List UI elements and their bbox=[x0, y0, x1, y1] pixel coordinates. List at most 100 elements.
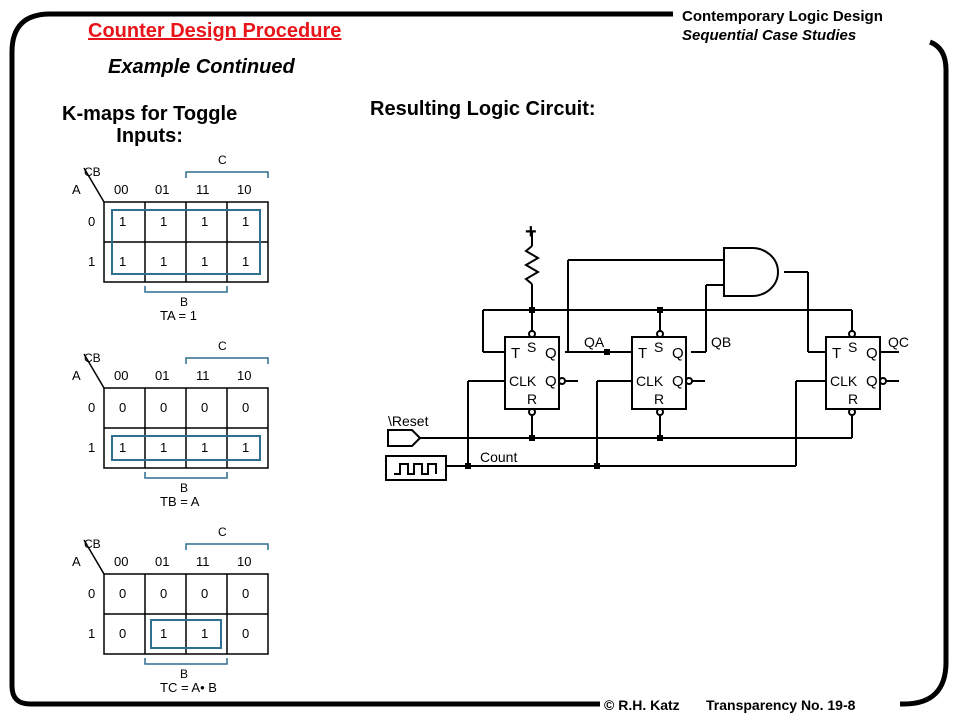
ff-q-label: Q bbox=[545, 345, 557, 362]
slide-border bbox=[9, 11, 949, 707]
kmap-cell: 0 bbox=[242, 586, 249, 601]
kmap-corner-left: A bbox=[72, 368, 81, 383]
kmap-row-bracket bbox=[144, 472, 228, 479]
kmap-cell: 0 bbox=[119, 400, 126, 415]
kmap-cell: 1 bbox=[119, 254, 126, 269]
slide-title: Counter Design Procedure bbox=[88, 20, 342, 42]
ff-t-label: T bbox=[832, 345, 841, 362]
ff-s-label: S bbox=[527, 339, 536, 355]
kmap-col-header: 11 bbox=[196, 554, 210, 569]
kmap-corner-top: CB bbox=[84, 351, 101, 365]
kmap-cell: 0 bbox=[201, 400, 208, 415]
kmap-corner-top: CB bbox=[84, 165, 101, 179]
kmap-cell: 1 bbox=[201, 626, 208, 641]
kmap-col-header: 00 bbox=[114, 368, 128, 383]
kmap-col-header: 01 bbox=[155, 368, 169, 383]
kmap-cell: 1 bbox=[160, 626, 167, 641]
kmap-corner-line bbox=[83, 353, 105, 389]
circuit-heading: Resulting Logic Circuit: bbox=[370, 98, 596, 120]
kmap-col-bracket bbox=[185, 357, 269, 364]
kmap-cell: 1 bbox=[242, 440, 249, 455]
kmap-col-bracket bbox=[185, 543, 269, 550]
kmap-col-header: 10 bbox=[237, 368, 251, 383]
kmap-equation: TB = A bbox=[160, 494, 200, 509]
vcc-label: + bbox=[525, 221, 537, 243]
kmaps-heading-line1: K-maps for Toggle bbox=[62, 103, 238, 125]
kmap-cell: 0 bbox=[242, 626, 249, 641]
ff-clk-label: CLK bbox=[830, 373, 858, 389]
output-qa-label: QA bbox=[584, 334, 605, 350]
kmap-row-header: 0 bbox=[88, 400, 95, 415]
kmap-row-var: B bbox=[180, 295, 188, 309]
ff-qbar-label: Q bbox=[672, 373, 684, 390]
kmap-cell: 1 bbox=[201, 254, 208, 269]
kmap-col-header: 01 bbox=[155, 182, 169, 197]
ff-r-label: R bbox=[848, 391, 858, 407]
kmap-col-bracket bbox=[185, 171, 269, 178]
ff-q-label: Q bbox=[866, 345, 878, 362]
kmap-row-header: 0 bbox=[88, 586, 95, 601]
kmap-cell: 0 bbox=[119, 586, 126, 601]
kmap-col-header: 10 bbox=[237, 182, 251, 197]
kmap-col-header: 01 bbox=[155, 554, 169, 569]
count-label: Count bbox=[480, 449, 517, 465]
kmap-cell: 1 bbox=[201, 440, 208, 455]
kmap-row-var: B bbox=[180, 481, 188, 495]
kmaps-heading-line2: Inputs: bbox=[116, 125, 183, 147]
kmap-col-header: 11 bbox=[196, 368, 210, 383]
output-qc-label: QC bbox=[888, 334, 909, 350]
kmap-col-var: C bbox=[218, 153, 227, 167]
course-title: Contemporary Logic Design bbox=[682, 8, 883, 25]
ff-q-label: Q bbox=[672, 345, 684, 362]
course-subtitle: Sequential Case Studies bbox=[682, 27, 857, 44]
kmap-row-bracket bbox=[144, 658, 228, 665]
kmap-row-header: 1 bbox=[88, 254, 95, 269]
kmap-row-var: B bbox=[180, 667, 188, 681]
output-qb-label: QB bbox=[711, 334, 731, 350]
ff-r-label: R bbox=[527, 391, 537, 407]
kmap-group bbox=[150, 619, 222, 649]
kmap-col-var: C bbox=[218, 525, 227, 539]
kmap-corner-line bbox=[83, 167, 105, 203]
kmap-cell: 0 bbox=[242, 400, 249, 415]
ff-s-label: S bbox=[654, 339, 663, 355]
kmap-cell: 1 bbox=[160, 440, 167, 455]
ff-clk-label: CLK bbox=[509, 373, 537, 389]
kmap-row-header: 0 bbox=[88, 214, 95, 229]
ff-t-label: T bbox=[511, 345, 520, 362]
footer-copyright: © R.H. Katz bbox=[604, 697, 680, 713]
kmap-group bbox=[111, 209, 261, 275]
kmap-cell: 0 bbox=[119, 626, 126, 641]
kmap-col-header: 11 bbox=[196, 182, 210, 197]
kmaps-heading: K-maps for Toggle Inputs: bbox=[62, 103, 237, 147]
kmap-cell: 0 bbox=[160, 586, 167, 601]
reset-label: \Reset bbox=[388, 413, 429, 429]
kmap-cell: 1 bbox=[242, 214, 249, 229]
kmap-equation: TC = A• B bbox=[160, 680, 217, 695]
kmap-corner-top: CB bbox=[84, 537, 101, 551]
kmap-cell: 1 bbox=[160, 214, 167, 229]
kmap-col-header: 00 bbox=[114, 182, 128, 197]
ff-r-label: R bbox=[654, 391, 664, 407]
kmap-corner-left: A bbox=[72, 182, 81, 197]
kmap-col-header: 00 bbox=[114, 554, 128, 569]
ff-qbar-label: Q bbox=[545, 373, 557, 390]
kmap-row-header: 1 bbox=[88, 440, 95, 455]
kmap-row-bracket bbox=[144, 286, 228, 293]
kmap-cell: 1 bbox=[119, 214, 126, 229]
ff-t-label: T bbox=[638, 345, 647, 362]
kmap-equation: TA = 1 bbox=[160, 308, 197, 323]
kmap-corner-line bbox=[83, 539, 105, 575]
kmap-cell: 1 bbox=[160, 254, 167, 269]
ff-clk-label: CLK bbox=[636, 373, 664, 389]
kmap-cell: 0 bbox=[201, 586, 208, 601]
kmap-cell: 0 bbox=[160, 400, 167, 415]
